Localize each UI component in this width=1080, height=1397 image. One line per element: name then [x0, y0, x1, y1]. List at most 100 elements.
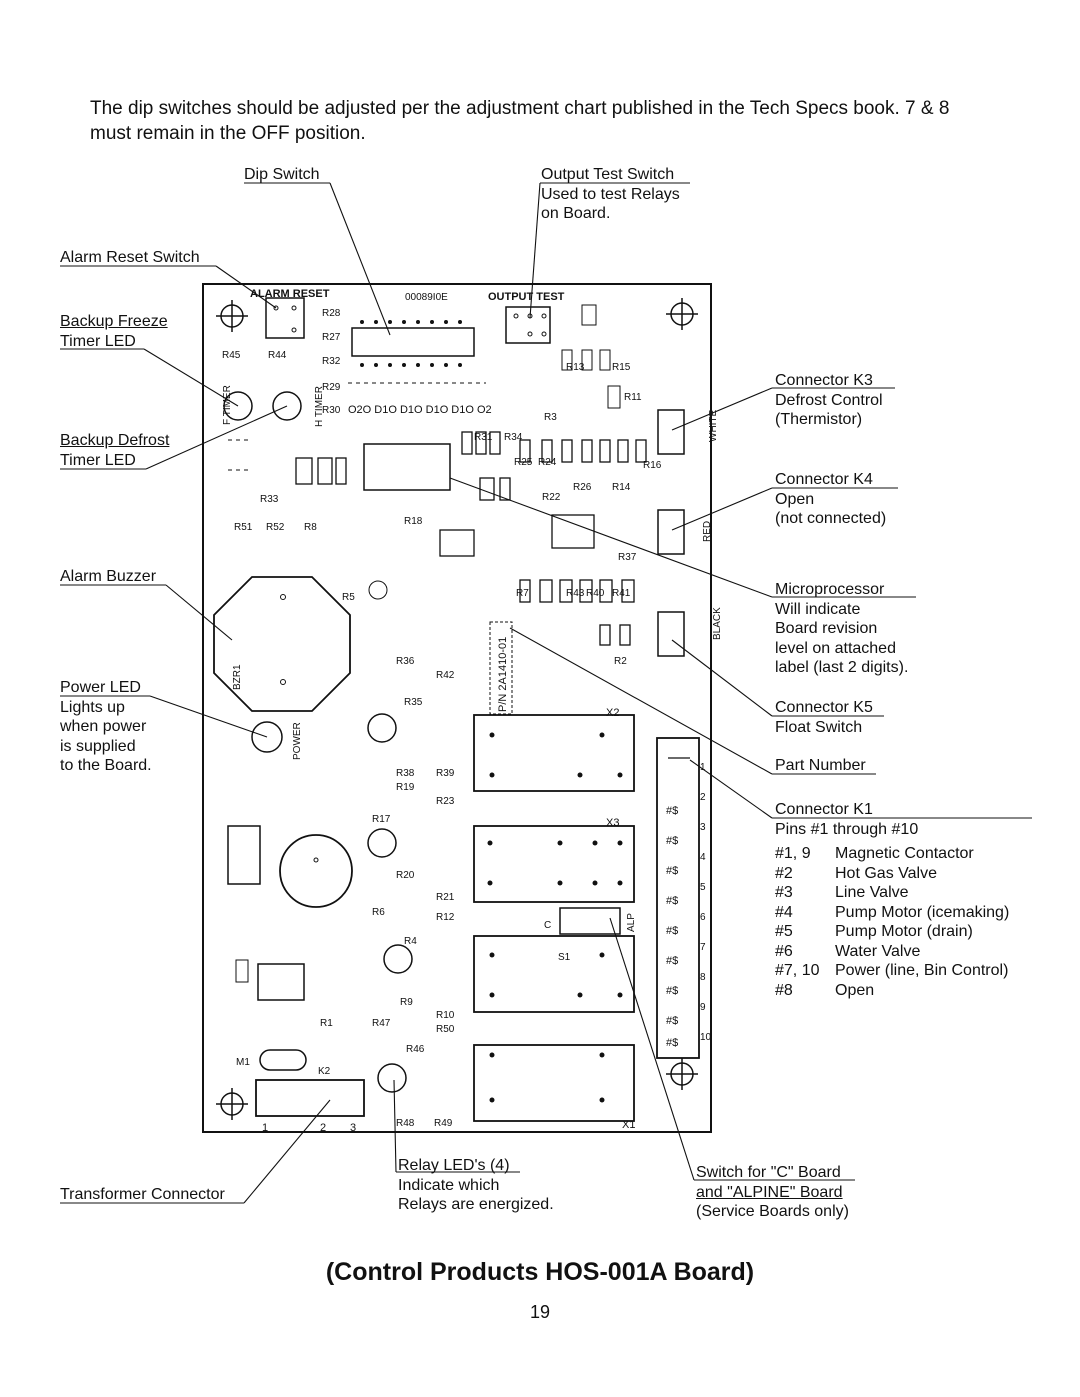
relay-x3	[473, 825, 635, 903]
microprocessor	[363, 443, 451, 491]
callout-k5: Connector K5 Float Switch	[775, 699, 873, 736]
callout-k4: Connector K4 Open (not connected)	[775, 471, 887, 527]
resistor-label: R19	[396, 782, 415, 793]
connector-k3	[657, 409, 685, 455]
resistor-label: R51	[234, 522, 253, 533]
svg-text:#$: #$	[666, 985, 678, 997]
large-capacitor	[279, 834, 353, 908]
resistor-label: R4	[404, 936, 417, 947]
resistor-label: R12	[436, 912, 455, 923]
callout-k3: Connector K3 Defrost Control (Thermistor…	[775, 372, 883, 428]
resistor-label: R41	[612, 588, 631, 599]
svg-text:#$: #$	[666, 835, 678, 847]
resistor-label: R7	[516, 588, 529, 599]
svg-text:K2: K2	[318, 1066, 331, 1077]
resistor-label: R23	[436, 796, 455, 807]
h-timer-silk: H TIMER	[314, 386, 325, 427]
relay-led-3	[367, 828, 397, 858]
resistor-label: R21	[436, 892, 455, 903]
svg-text:X3: X3	[606, 817, 619, 829]
relay-led-4	[383, 944, 413, 974]
connector-k5	[657, 611, 685, 657]
k1-pin-number: 4	[700, 852, 706, 863]
resistor-label: R9	[400, 997, 413, 1008]
resistor-label: R2	[614, 656, 627, 667]
resistor-label: R30	[322, 405, 341, 416]
resistor-label: R44	[268, 350, 287, 361]
resistor-label: R43	[566, 588, 585, 599]
backup-defrost-led	[272, 391, 302, 421]
resistor-label: R32	[322, 356, 341, 367]
resistor-label: R1	[320, 1018, 333, 1029]
alarm-reset-silk: ALARM RESET	[250, 288, 330, 300]
svg-text:#$: #$	[666, 865, 678, 877]
callout-relay-leds: Relay LED's (4) Indicate which Relays ar…	[398, 1157, 554, 1213]
resistor-label: R13	[566, 362, 585, 373]
resistor-label: R35	[404, 697, 423, 708]
callout-power-led: Power LED Lights up when power is suppli…	[60, 679, 152, 774]
resistor-label: R52	[266, 522, 285, 533]
resistor-label: R40	[586, 588, 605, 599]
resistor-label: R16	[643, 460, 662, 471]
svg-text:O2O D1O D1O D1O D1O O2: O2O D1O D1O D1O D1O O2	[348, 404, 492, 416]
callout-alarm-buzzer: Alarm Buzzer	[60, 568, 157, 585]
svg-text:X2: X2	[606, 707, 619, 719]
relay-x4	[473, 935, 635, 1013]
k1-pin-number: 2	[700, 792, 706, 803]
svg-text:POWER: POWER	[292, 722, 303, 760]
resistor-label: R14	[612, 482, 631, 493]
resistor-label: R34	[504, 432, 523, 443]
svg-text:3: 3	[350, 1122, 356, 1134]
k1-pin-number: 6	[700, 912, 706, 923]
relay-x1	[473, 1044, 635, 1122]
output-test-switch	[505, 306, 551, 344]
resistor-label: R6	[372, 907, 385, 918]
backup-freeze-led	[223, 391, 253, 421]
resistor-label: R36	[396, 656, 415, 667]
k1-pin-number: 7	[700, 942, 706, 953]
page-number: 19	[529, 1302, 551, 1322]
svg-text:#$: #$	[666, 895, 678, 907]
resistor-label: R28	[322, 308, 341, 319]
svg-text:#$: #$	[666, 1015, 678, 1027]
callout-backup-defrost: Backup Defrost Timer LED	[60, 432, 170, 469]
dip-switch	[351, 327, 475, 357]
resistor-label: R15	[612, 362, 631, 373]
svg-text:M1: M1	[236, 1057, 250, 1068]
resistor-label: R27	[322, 332, 341, 343]
alarm-buzzer	[213, 576, 351, 712]
callout-microprocessor: Microprocessor Will indicate Board revis…	[775, 581, 909, 676]
resistor-label: R47	[372, 1018, 391, 1029]
alarm-reset-switch	[265, 297, 305, 339]
red-silk: RED	[702, 521, 713, 542]
callout-k1: Connector K1 Pins #1 through #10	[775, 801, 919, 838]
resistor-label: R46	[406, 1044, 425, 1055]
resistor-label: R31	[474, 432, 493, 443]
resistor-label: R10	[436, 1010, 455, 1021]
resistor-label: R45	[222, 350, 241, 361]
resistor-label: R26	[573, 482, 592, 493]
connector-k1	[656, 737, 700, 1059]
resistor-label: R3	[544, 412, 557, 423]
callout-dip-switch: Dip Switch	[244, 166, 320, 183]
svg-text:BZR1: BZR1	[232, 664, 243, 690]
callout-transformer: Transformer Connector	[60, 1186, 225, 1203]
svg-text:C: C	[544, 920, 551, 931]
k1-pin-number: 1	[700, 762, 706, 773]
black-silk: BLACK	[712, 607, 723, 640]
svg-text:#$: #$	[666, 955, 678, 967]
page-title: (Control Products HOS-001A Board)	[325, 1258, 755, 1286]
resistor-label: R38	[396, 768, 415, 779]
board-outline	[202, 283, 712, 1133]
k1-pin-number: 10	[700, 1032, 712, 1043]
svg-text:P/N 2A1410-01: P/N 2A1410-01	[497, 637, 509, 712]
